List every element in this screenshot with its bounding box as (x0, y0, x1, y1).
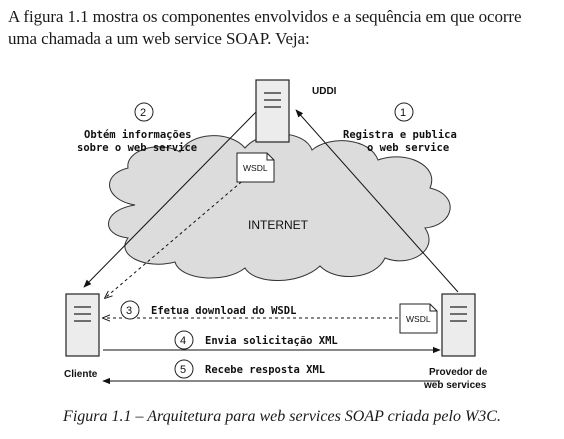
uddi-server-icon (255, 79, 290, 143)
intro-line-1: A figura 1.1 mostra os componentes envol… (8, 7, 522, 26)
arrow-wsdl-dashed (105, 177, 247, 298)
step-4-number: 4 (180, 335, 186, 347)
provider-label-line-2: web services (423, 380, 487, 391)
figure-caption: Figura 1.1 – Arquitetura para web servic… (63, 408, 501, 425)
step-2: 2 Obtém informações sobre o web service (77, 102, 197, 154)
step-5: 5 Recebe resposta XML (102, 359, 440, 385)
step-2-line-2: sobre o web service (77, 142, 197, 154)
provider-server-icon (441, 293, 476, 357)
internet-cloud: INTERNET (108, 133, 451, 281)
client-label: Cliente (64, 369, 98, 380)
step-4: 4 Envia solicitação XML (103, 330, 441, 354)
step-1: 1 Registra e publica o web service (343, 102, 457, 154)
intro-paragraph: A figura 1.1 mostra os componentes envol… (8, 6, 558, 50)
intro-line-2: uma chamada a um web service SOAP. Veja: (8, 29, 310, 48)
wsdl-document-icon: WSDL (236, 152, 275, 183)
uddi-label: UDDI (312, 86, 337, 97)
step-2-number: 2 (140, 107, 146, 119)
step-3-text: Efetua download do WSDL (151, 305, 296, 317)
internet-label: INTERNET (248, 218, 309, 232)
client-server-icon (65, 293, 100, 357)
step-4-text: Envia solicitação XML (205, 335, 338, 347)
arrow-discover (83, 111, 257, 288)
step-1-line-2: o web service (367, 142, 449, 154)
step-3: 3 Efetua download do WSDL (103, 300, 398, 319)
provider-label-line-1: Provedor de (429, 367, 488, 378)
wsdl-label-provider: WSDL (406, 314, 431, 324)
arrow-register (295, 109, 459, 293)
wsdl-provider-document-icon: WSDL (399, 303, 438, 334)
step-5-number: 5 (180, 364, 186, 376)
step-2-line-1: Obtém informações (84, 129, 191, 141)
step-5-text: Recebe resposta XML (205, 364, 325, 376)
step-1-number: 1 (400, 107, 406, 119)
step-3-number: 3 (126, 305, 132, 317)
step-1-line-1: Registra e publica (343, 129, 457, 141)
wsdl-label-uddi: WSDL (243, 163, 268, 173)
